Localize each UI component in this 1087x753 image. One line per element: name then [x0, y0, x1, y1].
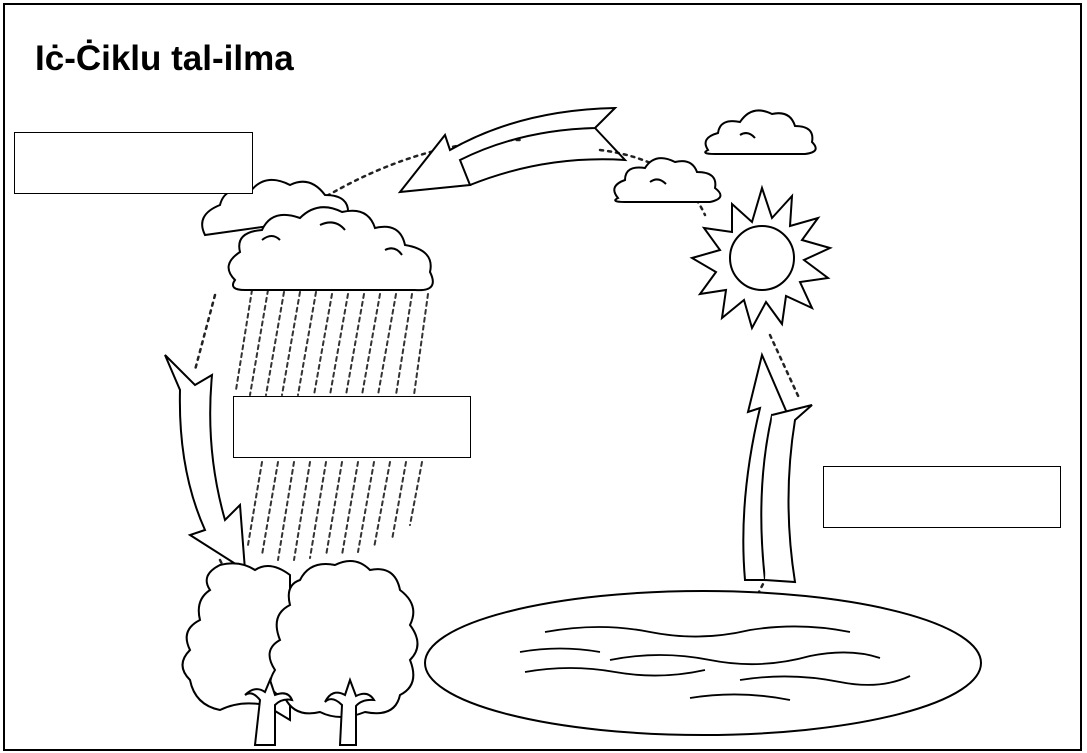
rain-cloud-icon	[202, 180, 433, 290]
label-box-condensation[interactable]	[14, 132, 253, 194]
label-box-evaporation[interactable]	[823, 466, 1061, 528]
sun-icon	[692, 188, 830, 328]
trees-icon	[183, 561, 418, 745]
cloud-icon	[614, 110, 815, 202]
condensation-arrow-icon	[400, 108, 625, 192]
lake-icon	[425, 591, 981, 735]
evaporation-arrow-icon	[743, 355, 812, 582]
precipitation-arrow-icon	[165, 355, 245, 570]
label-box-precipitation[interactable]	[233, 396, 471, 458]
